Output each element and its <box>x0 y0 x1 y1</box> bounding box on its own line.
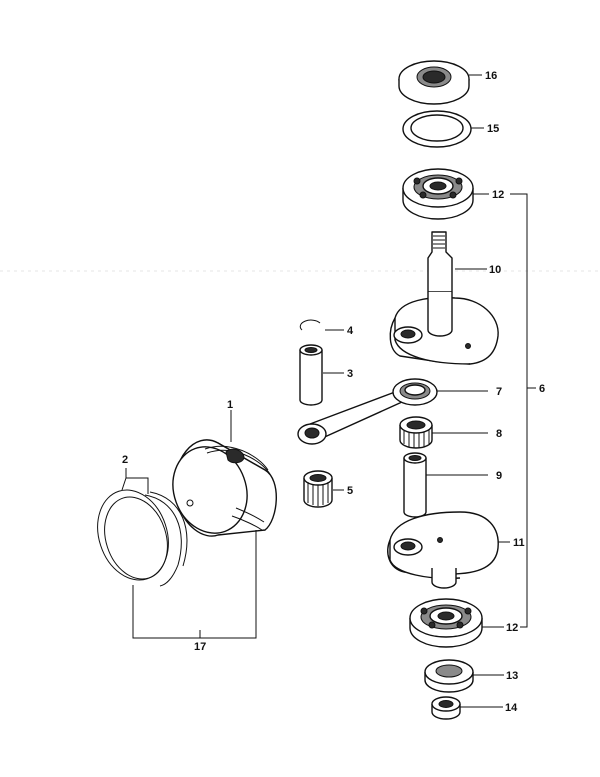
crank-pin-9 <box>403 452 427 518</box>
ball-bearing-12-bottom <box>409 598 483 648</box>
callout-7: 7 <box>496 386 502 398</box>
callout-8: 8 <box>496 428 502 440</box>
piston-rings-2 <box>97 489 188 587</box>
ball-bearing-12-top <box>402 168 474 220</box>
callout-1: 1 <box>227 399 233 411</box>
callout-13: 13 <box>506 670 518 682</box>
callout-12-bottom: 12 <box>506 622 518 634</box>
callout-12-top: 12 <box>492 189 504 201</box>
callout-17: 17 <box>194 641 206 653</box>
callout-3: 3 <box>347 368 353 380</box>
callout-11: 11 <box>513 537 525 549</box>
callout-10: 10 <box>489 264 501 276</box>
callout-9: 9 <box>496 470 502 482</box>
spacer-13 <box>424 659 474 693</box>
oil-seal-16 <box>398 60 470 105</box>
piston-pin-3 <box>299 344 323 406</box>
connecting-rod-7 <box>297 378 438 445</box>
leader-lines <box>121 74 536 708</box>
piston-1 <box>172 439 277 537</box>
washer-15 <box>402 110 472 148</box>
crankshaft-lower-11 <box>387 511 499 589</box>
callout-5: 5 <box>347 485 353 497</box>
crankshaft-upper-10 <box>389 231 499 365</box>
callout-14: 14 <box>505 702 518 714</box>
callout-4: 4 <box>347 325 354 337</box>
callout-labels: 16 15 12 10 4 3 6 7 1 8 2 9 5 11 12 17 1… <box>122 70 545 714</box>
circlip-4 <box>299 319 321 331</box>
nut-14 <box>431 696 461 720</box>
callout-15: 15 <box>487 123 499 135</box>
callout-6: 6 <box>539 383 545 395</box>
needle-bearing-5 <box>303 470 333 508</box>
needle-bearing-8 <box>399 416 433 449</box>
callout-2: 2 <box>122 454 128 466</box>
callout-16: 16 <box>485 70 497 82</box>
